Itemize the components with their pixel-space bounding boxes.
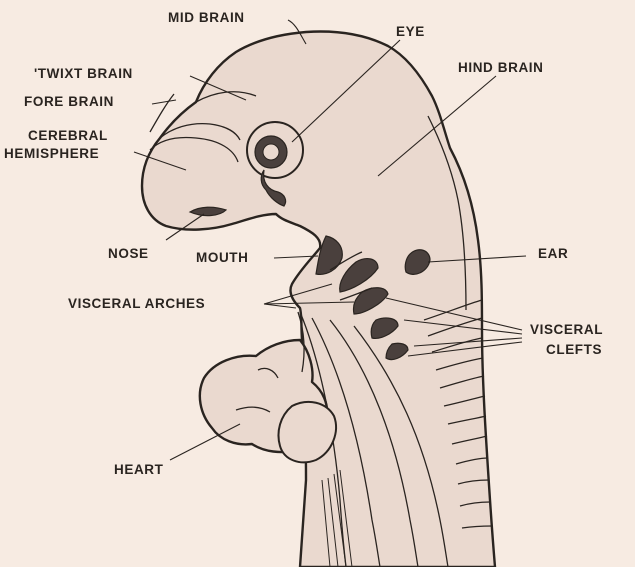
label-fore-brain: FORE BRAIN	[24, 94, 114, 109]
label-ear: EAR	[538, 246, 568, 261]
eye-pupil	[263, 144, 279, 160]
label-heart: HEART	[114, 462, 164, 477]
label-mid-brain: MID BRAIN	[168, 10, 245, 25]
label-twixt-brain: 'TWIXT BRAIN	[34, 66, 133, 81]
label-visceral: VISCERAL	[530, 322, 603, 337]
label-hind-brain: HIND BRAIN	[458, 60, 544, 75]
label-nose: NOSE	[108, 246, 149, 261]
label-hemisphere: HEMISPHERE	[4, 146, 99, 161]
label-eye: EYE	[396, 24, 425, 39]
label-mouth: MOUTH	[196, 250, 249, 265]
label-visceral-arches: VISCERAL ARCHES	[68, 296, 205, 311]
label-clefts: CLEFTS	[546, 342, 602, 357]
label-cerebral: CEREBRAL	[28, 128, 108, 143]
